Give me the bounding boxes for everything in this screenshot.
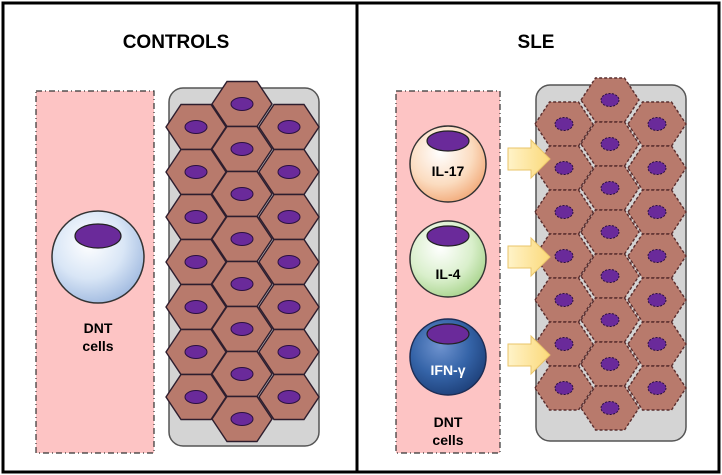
epithelial-cell-nucleus	[554, 381, 574, 395]
epithelial-cell-nucleus	[600, 137, 620, 151]
dnt-cells-label-controls: DNT cells	[58, 319, 138, 355]
epithelial-cell-nucleus	[184, 120, 208, 134]
dnt-label-line1: DNT	[433, 414, 463, 430]
epithelial-cell-nucleus	[184, 300, 208, 314]
epithelial-cell-nucleus	[647, 381, 667, 395]
epithelial-cell-nucleus	[184, 210, 208, 224]
epithelial-cell-nucleus	[277, 165, 301, 179]
epithelial-cell-nucleus	[230, 367, 254, 381]
epithelial-cell-nucleus	[600, 269, 620, 283]
dnt-cell-il4	[409, 220, 487, 298]
epithelial-cell-nucleus	[600, 357, 620, 371]
epithelial-cell-nucleus	[184, 345, 208, 359]
cytokine-label-il4: IL-4	[435, 266, 461, 282]
il17-cell-nucleus	[426, 130, 470, 152]
arrow-shape	[507, 236, 551, 278]
epithelial-cell-nucleus	[230, 277, 254, 291]
arrow-shape	[507, 334, 551, 376]
dnt-cell-nucleus	[74, 223, 122, 249]
epithelial-cell-nucleus	[184, 255, 208, 269]
arrow-ifng	[507, 334, 551, 376]
epithelium-sle	[534, 77, 687, 431]
epithelial-cell-nucleus	[600, 181, 620, 195]
epithelial-cell-nucleus	[277, 390, 301, 404]
epithelial-cell-nucleus	[554, 337, 574, 351]
epithelial-cell-nucleus	[600, 401, 620, 415]
epithelial-cell-nucleus	[647, 337, 667, 351]
arrow-shape	[507, 138, 551, 180]
dnt-cell-il17	[409, 125, 487, 203]
epithelial-cell-nucleus	[230, 97, 254, 111]
epithelial-cell-nucleus	[277, 120, 301, 134]
dnt-cells-label-sle: DNT cells	[408, 413, 488, 449]
epithelial-cell-nucleus	[230, 142, 254, 156]
epithelial-cell-nucleus	[600, 313, 620, 327]
epithelial-cell-nucleus	[647, 205, 667, 219]
panel-title-sle: SLE	[517, 32, 555, 53]
dnt-label-line2: cells	[82, 338, 114, 354]
panel-title-controls: CONTROLS	[122, 32, 230, 53]
epithelial-cell-nucleus	[184, 390, 208, 404]
epithelium-controls	[165, 80, 320, 443]
ifng-cell-nucleus	[426, 323, 470, 345]
epithelial-cell-nucleus	[600, 225, 620, 239]
epithelial-cell-nucleus	[554, 161, 574, 175]
arrow-il4	[507, 236, 551, 278]
cytokine-label-ifng: IFN-γ	[430, 362, 466, 378]
epithelial-cell-nucleus	[277, 300, 301, 314]
epithelial-cell-nucleus	[277, 345, 301, 359]
epithelial-cell-nucleus	[647, 161, 667, 175]
epithelial-cell-nucleus	[230, 322, 254, 336]
epithelial-cell-nucleus	[647, 249, 667, 263]
dnt-cell-ifng	[409, 318, 487, 396]
epithelial-cell-nucleus	[230, 187, 254, 201]
dnt-label-line2: cells	[432, 432, 464, 448]
epithelial-cell-nucleus	[554, 205, 574, 219]
dnt-cell-controls	[51, 210, 145, 304]
epithelial-cell-nucleus	[184, 165, 208, 179]
cytokine-label-il17: IL-17	[431, 163, 465, 179]
epithelial-cell-nucleus	[554, 117, 574, 131]
arrow-il17	[507, 138, 551, 180]
epithelial-cell-nucleus	[600, 93, 620, 107]
il4-cell-nucleus	[426, 225, 470, 247]
epithelial-cell-nucleus	[647, 293, 667, 307]
epithelial-cell-nucleus	[230, 232, 254, 246]
epithelial-cell-nucleus	[277, 210, 301, 224]
dnt-label-line1: DNT	[83, 320, 113, 336]
epithelial-cell-nucleus	[647, 117, 667, 131]
epithelial-cell-nucleus	[230, 412, 254, 426]
epithelial-cell-nucleus	[277, 255, 301, 269]
epithelial-cell-nucleus	[554, 293, 574, 307]
epithelial-cell-nucleus	[554, 249, 574, 263]
